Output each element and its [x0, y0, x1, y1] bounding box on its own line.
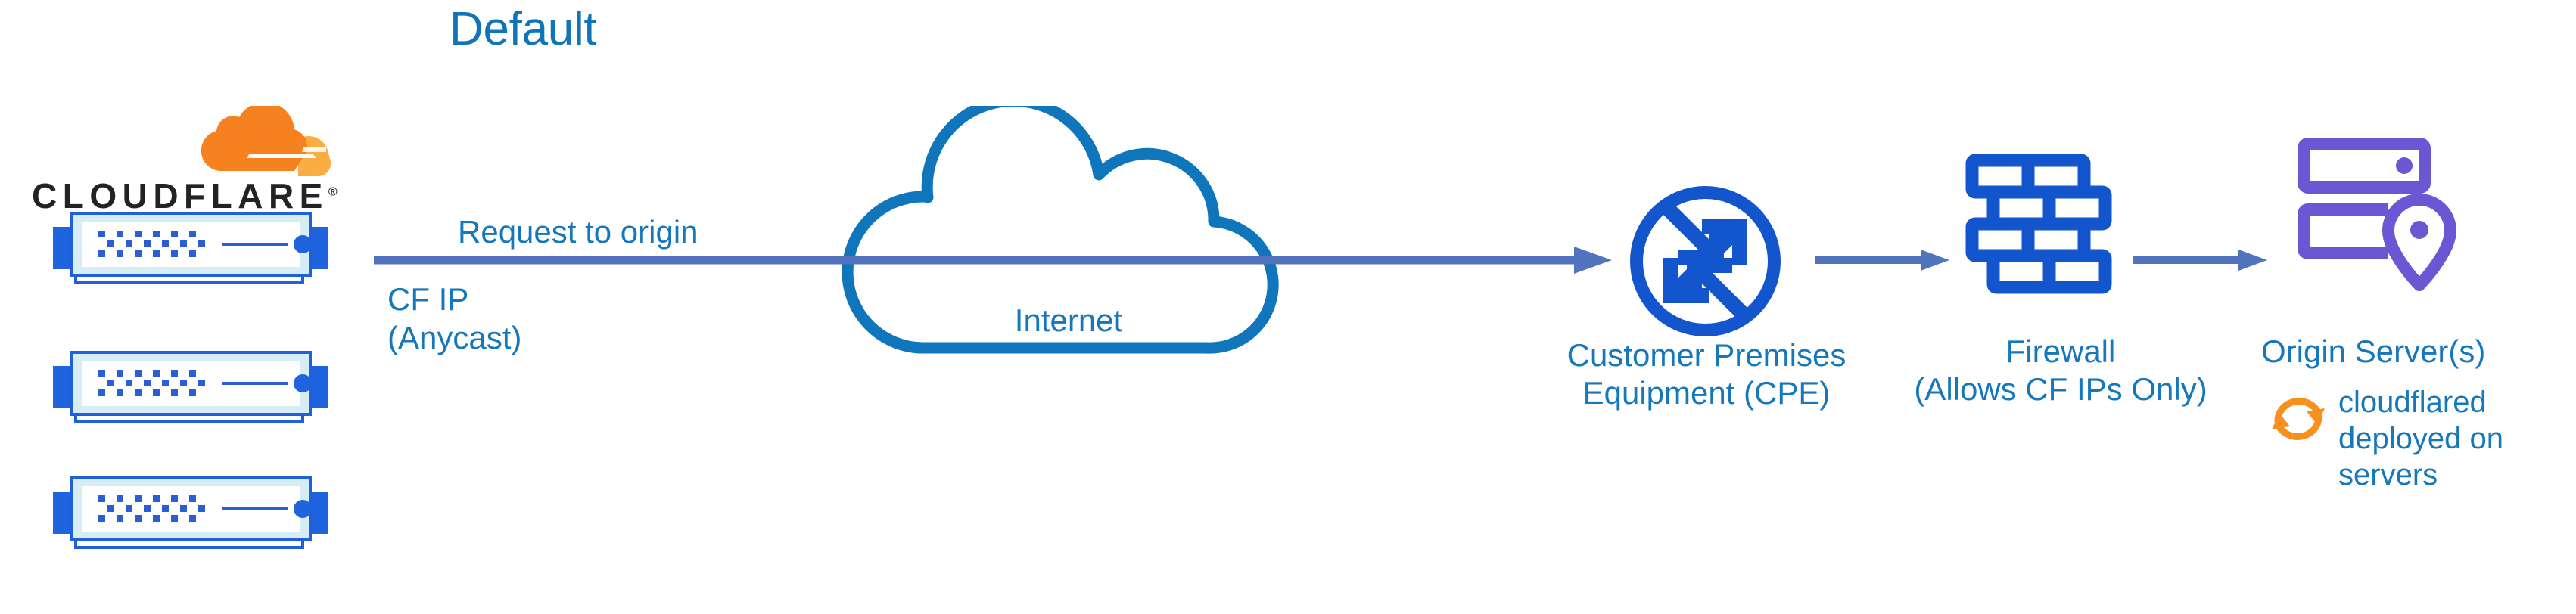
router-icon [1630, 186, 1781, 336]
cloudflared-line-2: deployed on [2338, 422, 2503, 455]
sync-arrows-icon [2272, 398, 2325, 440]
page-title: Default [450, 3, 597, 55]
cloud-icon [842, 106, 1279, 354]
arrow-cpe-to-firewall [1815, 250, 1949, 271]
arrow-firewall-to-origin [2133, 250, 2267, 271]
firewall-label: Firewall(Allows CF IPs Only) [1890, 333, 2231, 409]
server-location-pin-icon [2298, 138, 2456, 291]
cf-ip-label: CF IP(Anycast) [387, 280, 521, 357]
cloudflared-text: cloudflared deployed on servers [2338, 384, 2565, 493]
server-rack-icon [53, 351, 328, 423]
cf-ip-line-1: CF IP [387, 281, 469, 317]
registered-mark: ® [328, 185, 338, 199]
brick-wall-icon [1965, 154, 2112, 294]
server-rack-icon [53, 476, 328, 549]
cloudflared-line-1: cloudflared [2338, 386, 2487, 419]
cpe-label-line-2: Equipment (CPE) [1582, 375, 1831, 411]
firewall-label-line-2: (Allows CF IPs Only) [1914, 371, 2207, 408]
arrow-edge-to-cpe [374, 247, 1612, 274]
origin-server-label: Origin Server(s) [2261, 333, 2486, 369]
cloudflare-wordmark: CLOUDFLARE® [32, 175, 338, 216]
request-to-origin-label: Request to origin [458, 214, 698, 250]
cpe-label-line-1: Customer Premises [1566, 337, 1846, 373]
cf-ip-line-2: (Anycast) [387, 320, 522, 356]
wordmark-text: CLOUDFLARE [32, 176, 328, 216]
internet-label: Internet [1014, 302, 1123, 338]
firewall-label-line-1: Firewall [2005, 333, 2116, 369]
server-rack-icon [53, 212, 328, 284]
cloudflared-line-3: servers [2338, 458, 2438, 492]
cloudflare-logo: CLOUDFLARE® [32, 106, 350, 216]
cloudflare-cloud-mark-icon [201, 106, 331, 177]
